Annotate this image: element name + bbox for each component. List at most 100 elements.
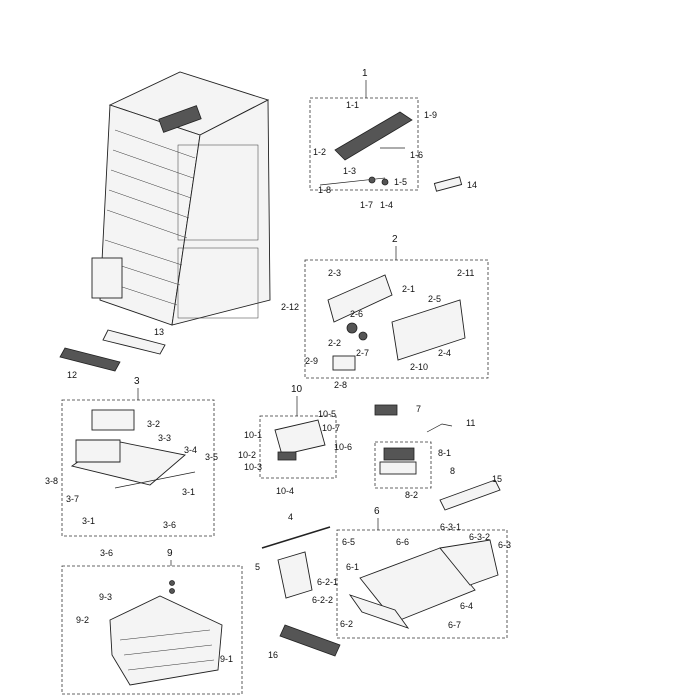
label-2-5: 2-5 [428,294,441,304]
machine-compartment [91,257,123,299]
label-10-2: 10-2 [238,450,256,460]
label-10-3: 10-3 [244,462,262,472]
label-3-8: 3-8 [45,476,58,486]
group-9-freezer-basket: 9 9-3 9-2 9-1 [61,548,243,695]
group-8-assembly: 8-1 8 8-2 [374,441,455,500]
label-1-4: 1-4 [380,200,393,210]
label-3-5: 3-5 [205,452,218,462]
label-2-10: 2-10 [410,362,428,372]
group-1-evaporator-cover: 1 1-1 1-2 1-3 1-4 1-5 1-6 1-7 1-8 1-9 [309,68,437,210]
part-1-7-fastener [368,176,376,184]
label-1-2: 1-2 [313,147,326,157]
label-16: 16 [268,650,278,660]
label-2-9: 2-9 [305,356,318,366]
label-1-5: 1-5 [394,177,407,187]
label-3-1-a: 3-1 [182,487,195,497]
group-2-control-assembly: 2 2-3 2-1 2-5 2-6 2-2 2-7 2-4 2-9 2-10 2… [281,234,489,390]
label-5: 5 [255,562,260,572]
label-6-2: 6-2 [340,619,353,629]
label-9-1: 9-1 [220,654,233,664]
label-2-2: 2-2 [328,338,341,348]
part-11 [426,423,453,433]
label-9: 9 [167,548,173,559]
label-3-4: 3-4 [184,445,197,455]
label-3: 3 [134,376,140,387]
part-6-2-rail [348,594,410,629]
label-6-2-2: 6-2-2 [312,595,333,605]
cabinet-front-opening [171,99,271,326]
label-15: 15 [492,474,502,484]
part-6-3-rail [439,539,499,586]
part-4 [261,526,331,549]
label-14: 14 [467,180,477,190]
part-16 [279,624,341,657]
label-6-5: 6-5 [342,537,355,547]
group-10-damper-assembly: 10 10-5 10-7 10-1 10-6 10-2 10-3 10-4 [238,384,352,496]
label-8: 8 [450,466,455,476]
label-6-2-1: 6-2-1 [317,577,338,587]
label-8-2: 8-2 [405,490,418,500]
label-2-1: 2-1 [402,284,415,294]
group-2-box [304,259,489,379]
group-8-box [374,441,432,489]
label-1: 1 [362,68,368,79]
part-10-2 [277,451,297,461]
part-3-4-tray [75,439,121,463]
label-2-11: 2-11 [457,268,474,278]
label-1-7: 1-7 [360,200,373,210]
part-3-2-bin [91,409,135,431]
group-10-box [259,415,337,479]
label-10-7: 10-7 [322,423,340,433]
label-7: 7 [416,404,421,414]
label-12: 12 [67,370,77,380]
label-9-2: 9-2 [76,615,89,625]
label-2-4: 2-4 [438,348,451,358]
part-9-1-basket [109,595,223,686]
label-2-8: 2-8 [334,380,347,390]
label-10-6: 10-6 [334,442,352,452]
group-6-box [336,529,508,639]
label-6-3-2: 6-3-2 [469,532,490,542]
part-8-main [379,461,417,475]
label-6-3-1: 6-3-1 [440,522,461,532]
part-7 [374,404,398,416]
label-3-2: 3-2 [147,419,160,429]
part-10-1-housing [274,419,326,456]
label-3-6-b: 3-6 [100,548,113,558]
label-2-12: 2-12 [281,302,299,312]
label-10-4: 10-4 [276,486,294,496]
part-2-3-bracket [327,274,393,323]
group-6-shelf-assembly: 6 6-5 6-6 6-3-1 6-3-2 6-3 6-1 6-2-1 6-2-… [312,506,511,639]
part-2-6 [346,322,358,334]
label-3-1-b: 3-1 [82,516,95,526]
label-10-5: 10-5 [318,409,336,419]
group-9-box [61,565,243,695]
part-15 [439,479,501,511]
part-1-2-duct [334,111,413,161]
part-12 [59,347,121,372]
label-6-1: 6-1 [346,562,359,572]
top-control-box [158,105,202,133]
label-2-6: 2-6 [350,309,363,319]
cabinet-assembly [91,71,271,326]
label-3-6-a: 3-6 [163,520,176,530]
label-4: 4 [288,512,293,522]
part-2-4-pcb [391,299,466,361]
label-6-3: 6-3 [498,540,511,550]
label-8-1: 8-1 [438,448,451,458]
part-8-1 [383,447,415,461]
label-1-1: 1-1 [346,100,359,110]
part-14 [433,176,463,192]
label-1-6: 1-6 [410,150,423,160]
label-6-7: 6-7 [448,620,461,630]
label-11: 11 [466,418,475,428]
label-1-8: 1-8 [318,185,331,195]
label-2-7: 2-7 [356,348,369,358]
label-9-3: 9-3 [99,592,112,602]
part-2-7 [358,331,368,341]
label-13: 13 [154,327,164,337]
label-1-3: 1-3 [343,166,356,176]
part-1-4-fastener [381,178,389,186]
